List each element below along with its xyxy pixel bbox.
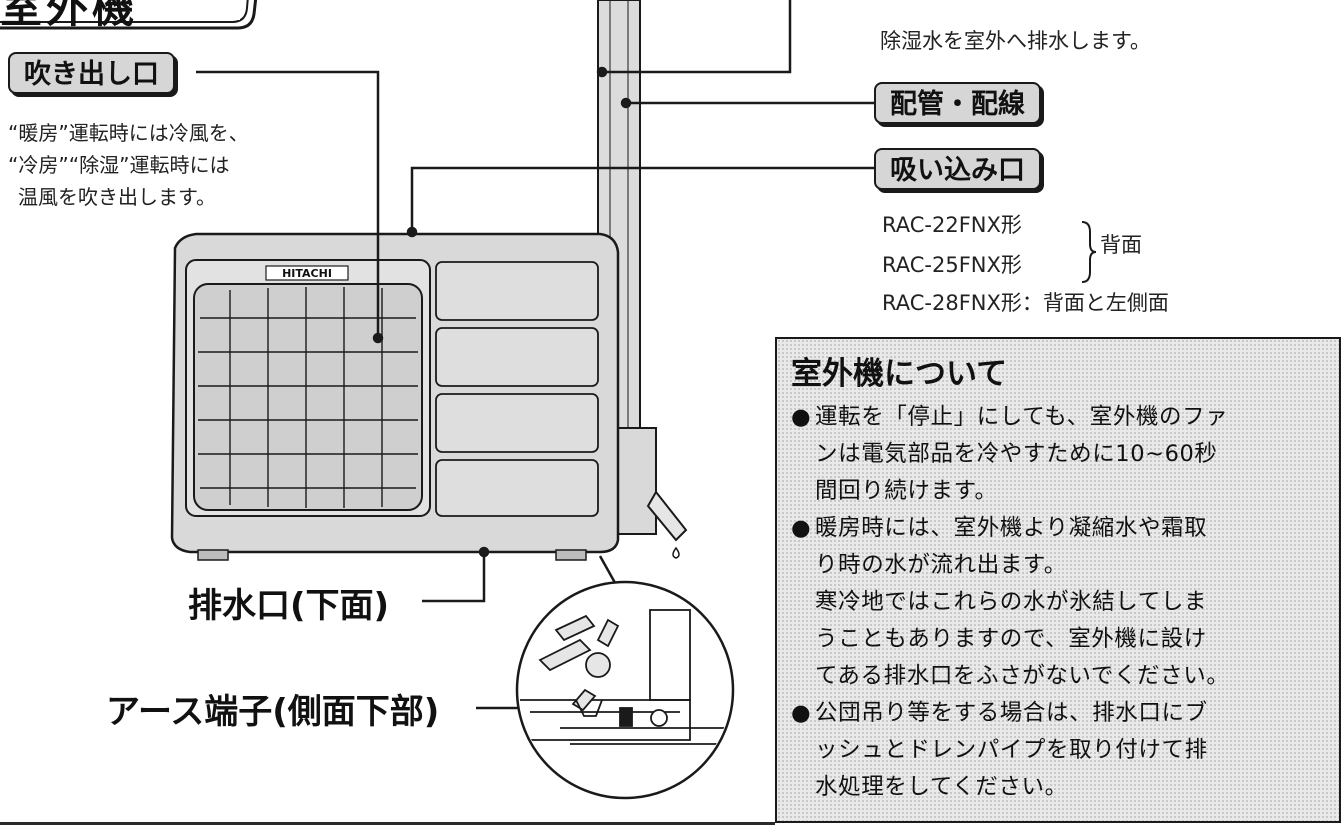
note-line: 間回り続けます。: [815, 478, 998, 504]
note-line: 水処理をしてください。: [815, 774, 1068, 800]
section-title: 室外機: [0, 0, 139, 32]
models-bracket: [1081, 221, 1097, 283]
note-bullet-3: ●公団吊り等をする場合は、排水口にブ ッシュとドレンパイプを取り付けて排 水処理…: [791, 695, 1327, 806]
model-22: RAC-22FNX形: [882, 213, 1022, 237]
earth-terminal-detail: [515, 580, 735, 800]
note-line: 公団吊り等をする場合は、排水口にブ: [815, 700, 1208, 726]
note-line: 暖房時には、室外機より凝縮水や霜取: [815, 515, 1208, 541]
model-28: RAC-28FNX形：背面と左側面: [882, 291, 1169, 315]
brand-label: HITACHI: [282, 267, 332, 280]
note-line: 寒冷地ではこれらの水が氷結してしま: [815, 589, 1208, 615]
note-bullet-2: ●暖房時には、室外機より凝縮水や霜取 り時の水が流れ出ます。 寒冷地ではこれらの…: [791, 510, 1327, 695]
piping-label: 配管・配線: [874, 82, 1041, 124]
outlet-desc-line-3: 温風を吹き出します。: [18, 185, 216, 209]
outdoor-unit: HITACHI: [170, 232, 620, 561]
outlet-desc-line-2: “冷房”“除湿”運転時には: [8, 153, 230, 177]
drain-port-label: 排水口(下面): [188, 586, 390, 626]
intake-label: 吸い込み口: [874, 148, 1041, 190]
note-line: ンは電気部品を冷やすために10~60秒: [815, 441, 1218, 467]
note-line: うこともありますので、室外機に設け: [815, 626, 1207, 652]
note-line: 運転を「停止」にしても、室外機のファ: [815, 404, 1229, 430]
note-bullet-1: ●運転を「停止」にしても、室外機のファ ンは電気部品を冷やすために10~60秒 …: [791, 399, 1327, 510]
note-title: 室外機について: [791, 356, 1008, 392]
earth-terminal-label: アース端子(側面下部): [106, 692, 440, 732]
bullet-dot: ●: [791, 515, 812, 541]
outlet-label: 吹き出し口: [8, 52, 175, 94]
note-line: てある排水口をふさがないでください。: [815, 663, 1230, 689]
pipe-cover: [617, 427, 688, 559]
models-side-note: 背面: [1100, 233, 1142, 257]
bullet-dot: ●: [791, 404, 812, 430]
section-title-box: [0, 0, 258, 30]
outdoor-unit-note: 室外機について ●運転を「停止」にしても、室外機のファ ンは電気部品を冷やすため…: [775, 337, 1341, 823]
drain-desc: 除湿水を室外へ排水します。: [880, 29, 1151, 53]
bottom-rule: [0, 822, 775, 825]
model-25: RAC-25FNX形: [882, 253, 1022, 277]
outlet-desc-line-1: “暖房”運転時には冷風を、: [8, 121, 249, 145]
note-line: ッシュとドレンパイプを取り付けて排: [815, 737, 1208, 763]
note-line: り時の水が流れ出ます。: [815, 552, 1067, 578]
bullet-dot: ●: [791, 700, 812, 726]
